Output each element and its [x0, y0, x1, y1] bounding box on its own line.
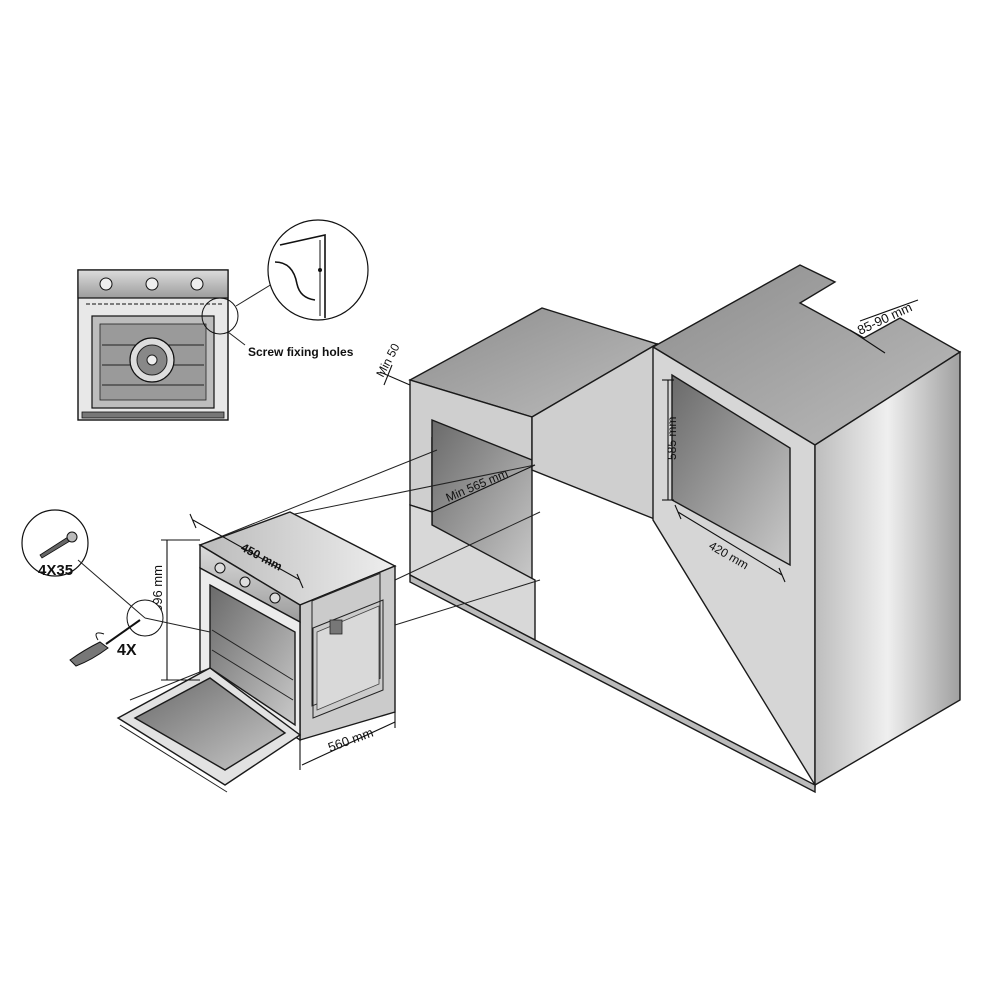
screw-holes-label: Screw fixing holes — [248, 345, 354, 359]
knob-icon — [99, 277, 113, 291]
oven — [116, 511, 397, 793]
screwdriver-qty-label: 4X — [117, 642, 137, 659]
screwdriver-icon — [69, 619, 141, 667]
oven-door-glass — [133, 677, 287, 771]
cabinet-tall-side — [814, 350, 961, 787]
oven-height-label: 596 mm — [150, 565, 165, 612]
knob-icon — [239, 576, 251, 588]
knob-icon — [145, 277, 159, 291]
oven-front-view: Screw fixing holes — [77, 269, 354, 421]
guide-lines — [199, 449, 541, 626]
screw-qty-label: 4X35 — [38, 562, 73, 579]
screw-hole-detail — [267, 219, 369, 321]
cabinet-base — [409, 573, 816, 794]
knob-icon — [269, 592, 281, 604]
screw-callout — [21, 509, 89, 577]
cabinet-unit — [408, 264, 962, 794]
fixing-kit: 4X35 4X — [21, 509, 211, 667]
cabinet-height-label: 585 mm — [665, 417, 679, 460]
knob-icon — [190, 277, 204, 291]
min-gap-label: Min 50 — [373, 341, 402, 380]
screw-icon — [39, 531, 78, 559]
knob-icon — [214, 562, 226, 574]
cabinet-tall-opening — [671, 373, 791, 567]
